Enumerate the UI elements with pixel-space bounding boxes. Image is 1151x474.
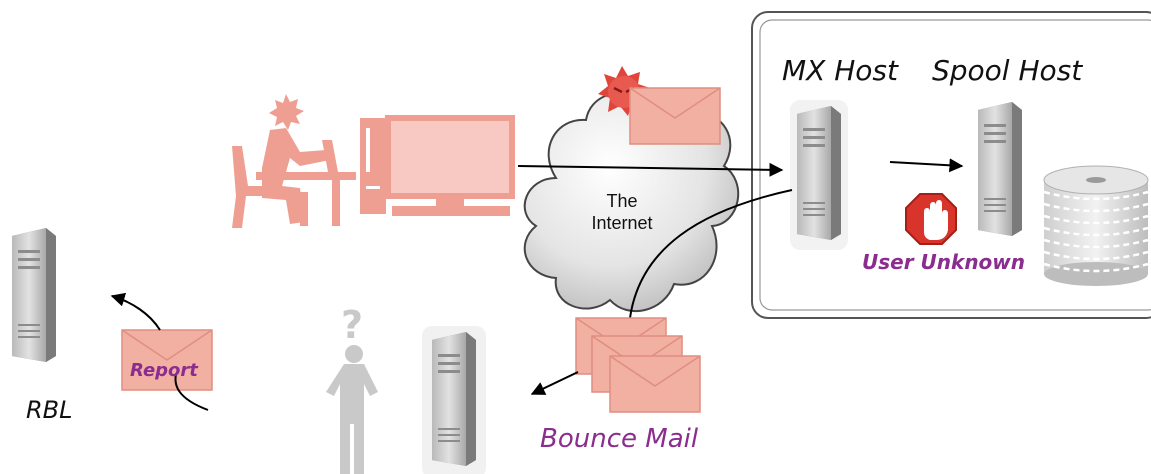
- user-unknown-label: User Unknown: [862, 250, 1026, 274]
- report-envelope: [121, 329, 213, 391]
- relay-arrow: [889, 158, 964, 173]
- bounce-envelopes: [575, 317, 701, 413]
- stop-hand-icon: [905, 193, 957, 245]
- rbl-server: [12, 228, 56, 362]
- report-arrow: [174, 373, 209, 411]
- spool-host-server: [978, 102, 1022, 236]
- internet-label: The Internet: [591, 191, 653, 233]
- spam-path-arrow: [517, 162, 784, 177]
- bounce-delivery-arrow: [530, 371, 579, 395]
- bounce-mail-label: Bounce Mail: [540, 424, 699, 454]
- mail-spool-disks: [1043, 165, 1149, 286]
- spool-host-label: Spool Host: [932, 54, 1083, 87]
- report-arrow-upper: [110, 292, 161, 331]
- spam-envelope: [629, 87, 721, 145]
- mx-host-server: [790, 100, 848, 250]
- svg-text:?: ?: [341, 303, 363, 347]
- spammer-at-computer: [232, 94, 515, 228]
- confused-person-icon: ?: [326, 303, 378, 474]
- bounce-path-arrow: [629, 189, 793, 319]
- innocent-server: [422, 326, 486, 474]
- report-label: Report: [130, 360, 198, 381]
- mx-host-label: MX Host: [782, 54, 898, 87]
- rbl-label: RBL: [26, 396, 73, 424]
